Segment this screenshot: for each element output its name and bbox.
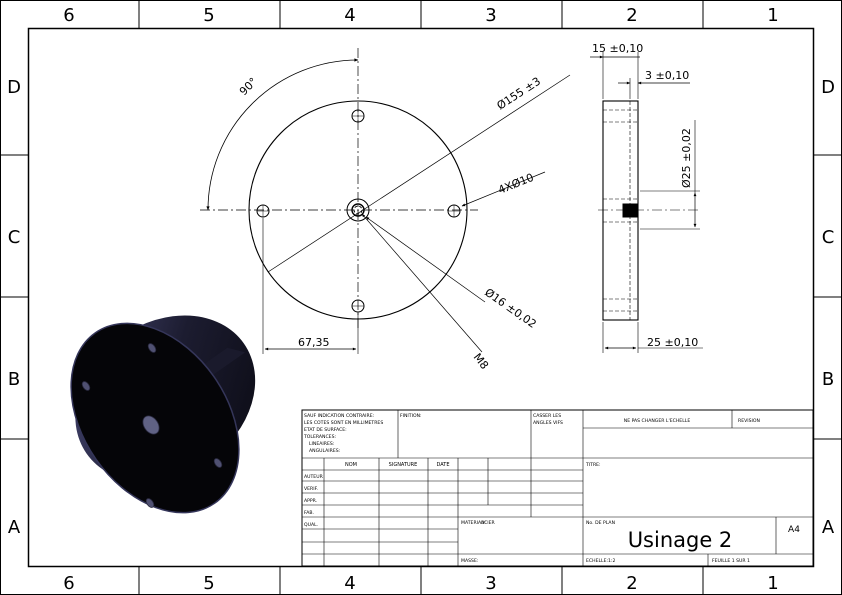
- zone-col-top-6: 6: [63, 5, 74, 26]
- zone-labels: 6 5 4 3 2 1 6 5 4 3 2 1 D C B A D C B A: [7, 5, 835, 594]
- title-block: [301, 409, 814, 567]
- tolerance-note-6: ANGULAIRES:: [309, 448, 341, 454]
- front-view: [200, 48, 571, 354]
- side-thread: [622, 203, 639, 218]
- no-scale-note: NE PAS CHANGER L'ECHELLE: [624, 418, 691, 424]
- angle-label: 90°: [237, 75, 260, 98]
- center-bore-label: Ø16 ±0,02: [482, 286, 539, 331]
- col-nom: NOM: [345, 462, 357, 468]
- tolerance-note-4: TOLERANCES:: [303, 434, 336, 440]
- revision-label: REVISION: [738, 418, 760, 424]
- zone-row-left-A: A: [8, 517, 21, 538]
- bolt-offset-label: 67,35: [298, 336, 330, 349]
- sheet-number: FEUILLE 1 SUR 1: [712, 558, 750, 564]
- leader-thread: [361, 213, 483, 353]
- iso-front-face: [70, 322, 240, 514]
- role-verif: VERIF.: [304, 486, 318, 492]
- role-fab: FAB.: [304, 510, 314, 516]
- zone-col-bottom-6: 6: [63, 573, 74, 594]
- zone-col-top-5: 5: [203, 5, 214, 26]
- col-date: DATE: [436, 462, 449, 468]
- holes-label: 4XØ10: [496, 171, 535, 197]
- role-qual: QUAL.: [304, 522, 318, 528]
- angle-arc: [206, 58, 359, 211]
- thread-label: M8: [471, 351, 491, 372]
- role-appr: APPR.: [304, 498, 317, 504]
- side-view: [590, 52, 703, 353]
- zone-col-bottom-4: 4: [344, 573, 355, 594]
- zone-col-bottom-2: 2: [626, 573, 637, 594]
- leader-holes: [461, 171, 546, 207]
- tolerance-note-1: SAUF INDICATION CONTRAIRE:: [304, 413, 375, 419]
- zone-row-left-B: B: [8, 369, 20, 390]
- titre-label: TITRE:: [585, 462, 601, 468]
- zone-col-top-2: 2: [626, 5, 637, 26]
- plan-label: No. DE PLAN: [586, 520, 615, 526]
- zone-row-left-D: D: [7, 77, 21, 98]
- role-auteur: AUTEUR: [304, 474, 324, 480]
- iso-part: [70, 315, 256, 514]
- leader-center-bore: [365, 216, 486, 303]
- drawing-title: Usinage 2: [628, 528, 733, 552]
- zone-col-top-1: 1: [767, 5, 778, 26]
- material-label: MATERIAU:: [461, 520, 487, 526]
- outer-diameter-label: Ø155 ±3: [495, 75, 543, 113]
- zone-row-left-C: C: [8, 227, 21, 248]
- bore-diameter-label: Ø25 ±0,02: [680, 128, 693, 188]
- material-value: ACIER: [481, 520, 496, 526]
- tolerance-note-3: ETAT DE SURFACE:: [304, 427, 347, 433]
- zone-col-top-3: 3: [485, 5, 496, 26]
- zone-col-top-4: 4: [344, 5, 355, 26]
- thickness-label: 15 ±0,10: [592, 42, 643, 55]
- finish-label: FINITION:: [400, 413, 422, 419]
- zone-row-right-A: A: [822, 517, 835, 538]
- zone-col-bottom-1: 1: [767, 573, 778, 594]
- step-label: 3 ±0,10: [645, 69, 689, 82]
- zone-col-bottom-3: 3: [485, 573, 496, 594]
- iso-holes: [81, 343, 223, 508]
- zone-row-right-D: D: [821, 77, 835, 98]
- format-label: A4: [788, 525, 800, 535]
- tolerance-note-5: LINEAIRES:: [309, 441, 335, 447]
- title-block-texts: SAUF INDICATION CONTRAIRE: LES COTES SON…: [303, 413, 800, 564]
- zone-row-right-B: B: [822, 369, 834, 390]
- scale-label: ECHELLE:1:2: [586, 558, 616, 564]
- leader-outer-diameter: [267, 74, 571, 273]
- break-edges-2: ANGLES VIFS: [533, 420, 563, 426]
- side-width-label: 25 ±0,10: [647, 336, 698, 349]
- zone-col-bottom-5: 5: [203, 573, 214, 594]
- zone-row-right-C: C: [822, 227, 835, 248]
- mass-label: MASSE:: [461, 558, 479, 564]
- col-signature: SIGNATURE: [389, 462, 418, 468]
- break-edges-1: CASSER LES: [533, 413, 561, 419]
- tolerance-note-2: LES COTES SONT EN MILLIMETRES: [304, 420, 383, 426]
